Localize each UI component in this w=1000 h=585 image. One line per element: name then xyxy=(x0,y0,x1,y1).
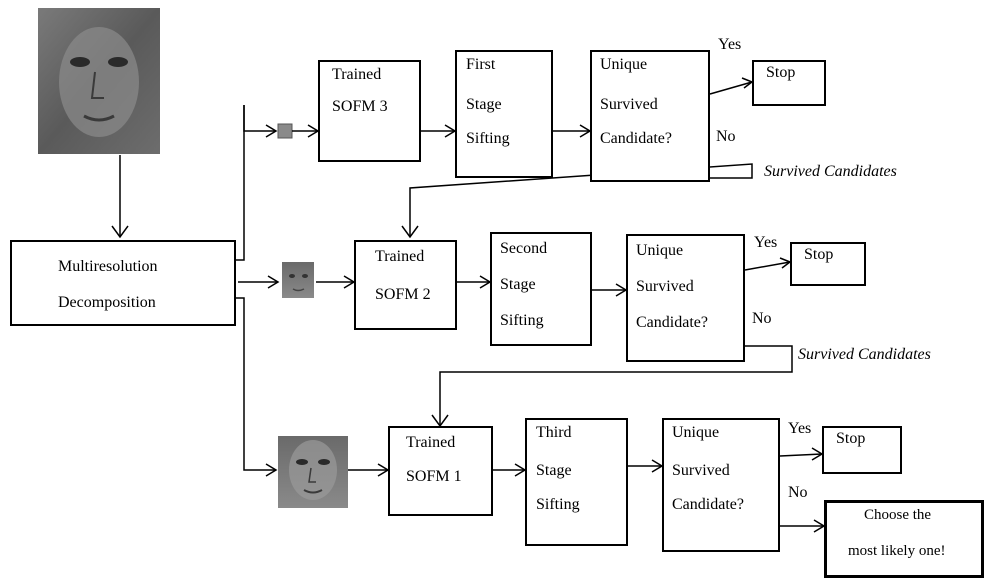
sofm1-line2: SOFM 1 xyxy=(406,468,462,486)
unique-2-line2: Survived xyxy=(636,278,694,296)
second-stage-line1: Second xyxy=(500,240,547,258)
no-label-2: No xyxy=(752,310,772,328)
sofm3-line2: SOFM 3 xyxy=(332,98,388,116)
decomposition-box xyxy=(10,240,236,326)
first-stage-line3: Sifting xyxy=(466,130,510,148)
yes-label-3: Yes xyxy=(788,420,811,438)
third-stage-line2: Stage xyxy=(536,462,572,480)
unique-1-line1: Unique xyxy=(600,56,647,74)
unique-3-line2: Survived xyxy=(672,462,730,480)
unique-2-line1: Unique xyxy=(636,242,683,260)
decomposition-label-1: Multiresolution xyxy=(58,258,158,276)
sofm2-line1: Trained xyxy=(375,248,424,266)
stop-1-label: Stop xyxy=(766,64,795,82)
unique-3-line3: Candidate? xyxy=(672,496,744,514)
survived-candidates-2: Survived Candidates xyxy=(798,346,931,364)
third-stage-line1: Third xyxy=(536,424,572,442)
no-label-1: No xyxy=(716,128,736,146)
yes-label-1: Yes xyxy=(718,36,741,54)
second-stage-line3: Sifting xyxy=(500,312,544,330)
unique-1-line3: Candidate? xyxy=(600,130,672,148)
yes-label-2: Yes xyxy=(754,234,777,252)
second-stage-line2: Stage xyxy=(500,276,536,294)
survived-candidates-1: Survived Candidates xyxy=(764,163,897,181)
face-image-small xyxy=(282,262,314,298)
first-stage-line1: First xyxy=(466,56,495,74)
unique-3-line1: Unique xyxy=(672,424,719,442)
third-stage-line3: Sifting xyxy=(536,496,580,514)
unique-1-line2: Survived xyxy=(600,96,658,114)
final-choice-line1: Choose the xyxy=(864,506,931,524)
unique-2-line3: Candidate? xyxy=(636,314,708,332)
sofm3-line1: Trained xyxy=(332,66,381,84)
first-stage-line2: Stage xyxy=(466,96,502,114)
face-image-medium xyxy=(278,436,348,508)
stop-2-label: Stop xyxy=(804,246,833,264)
no-label-3: No xyxy=(788,484,808,502)
decomposition-label-2: Decomposition xyxy=(58,294,156,312)
sofm1-line1: Trained xyxy=(406,434,455,452)
final-choice-line2: most likely one! xyxy=(848,542,946,560)
face-image-large xyxy=(38,8,160,154)
sofm2-line2: SOFM 2 xyxy=(375,286,431,304)
stop-3-label: Stop xyxy=(836,430,865,448)
face-image-tiny xyxy=(278,124,292,138)
